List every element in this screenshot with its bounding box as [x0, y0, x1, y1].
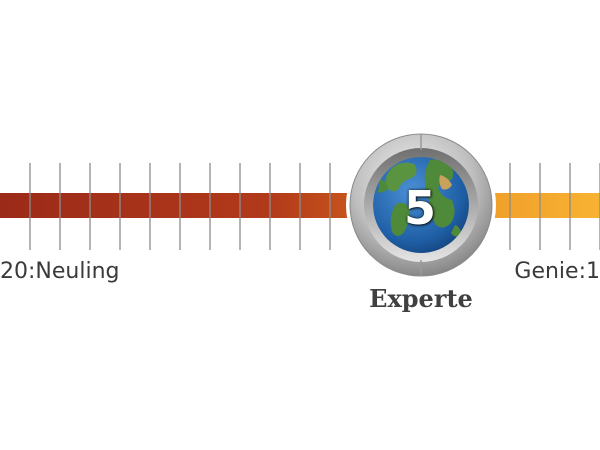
- scale-max-label: Genie:1: [514, 259, 600, 284]
- globe-icon: [373, 157, 469, 253]
- scale-min-label: 20:Neuling: [0, 259, 120, 284]
- level-name: Experte: [369, 284, 473, 313]
- level-number: 5: [403, 181, 436, 235]
- tick-group: [29, 163, 600, 250]
- level-badge: [346, 130, 496, 280]
